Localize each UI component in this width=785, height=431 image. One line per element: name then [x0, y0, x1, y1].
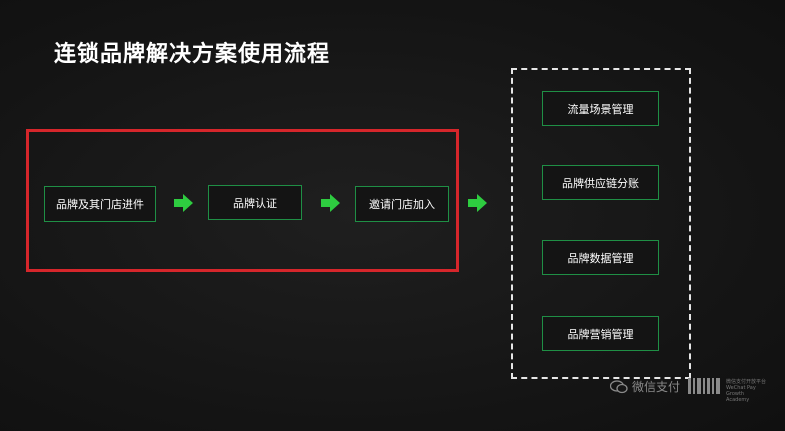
slide-title: 连锁品牌解决方案使用流程 [54, 42, 331, 67]
feature-data-management: 品牌数据管理 [542, 240, 659, 275]
right-arrow-icon [174, 194, 193, 212]
wechat-pay-label: 微信支付 [632, 380, 681, 394]
academy-caption: 微信支付开放平台 WeChat Pay Growth Academy [726, 379, 767, 403]
right-arrow-icon [468, 194, 487, 212]
flow-step-invite-stores: 邀请门店加入 [355, 186, 449, 222]
wechat-pay-logo: 微信支付 [610, 378, 680, 395]
feature-traffic-scene-management: 流量场景管理 [542, 91, 659, 126]
feature-marketing-management: 品牌营销管理 [542, 316, 659, 351]
flow-step-onboarding: 品牌及其门店进件 [44, 186, 156, 222]
academy-logo-icon [688, 378, 720, 394]
flow-step-brand-certification: 品牌认证 [208, 185, 302, 220]
feature-supply-chain-split: 品牌供应链分账 [542, 165, 659, 200]
onboarding-highlight-frame [26, 129, 459, 272]
wechat-icon [610, 379, 628, 393]
right-arrow-icon [321, 194, 340, 212]
features-group-frame [511, 68, 691, 379]
